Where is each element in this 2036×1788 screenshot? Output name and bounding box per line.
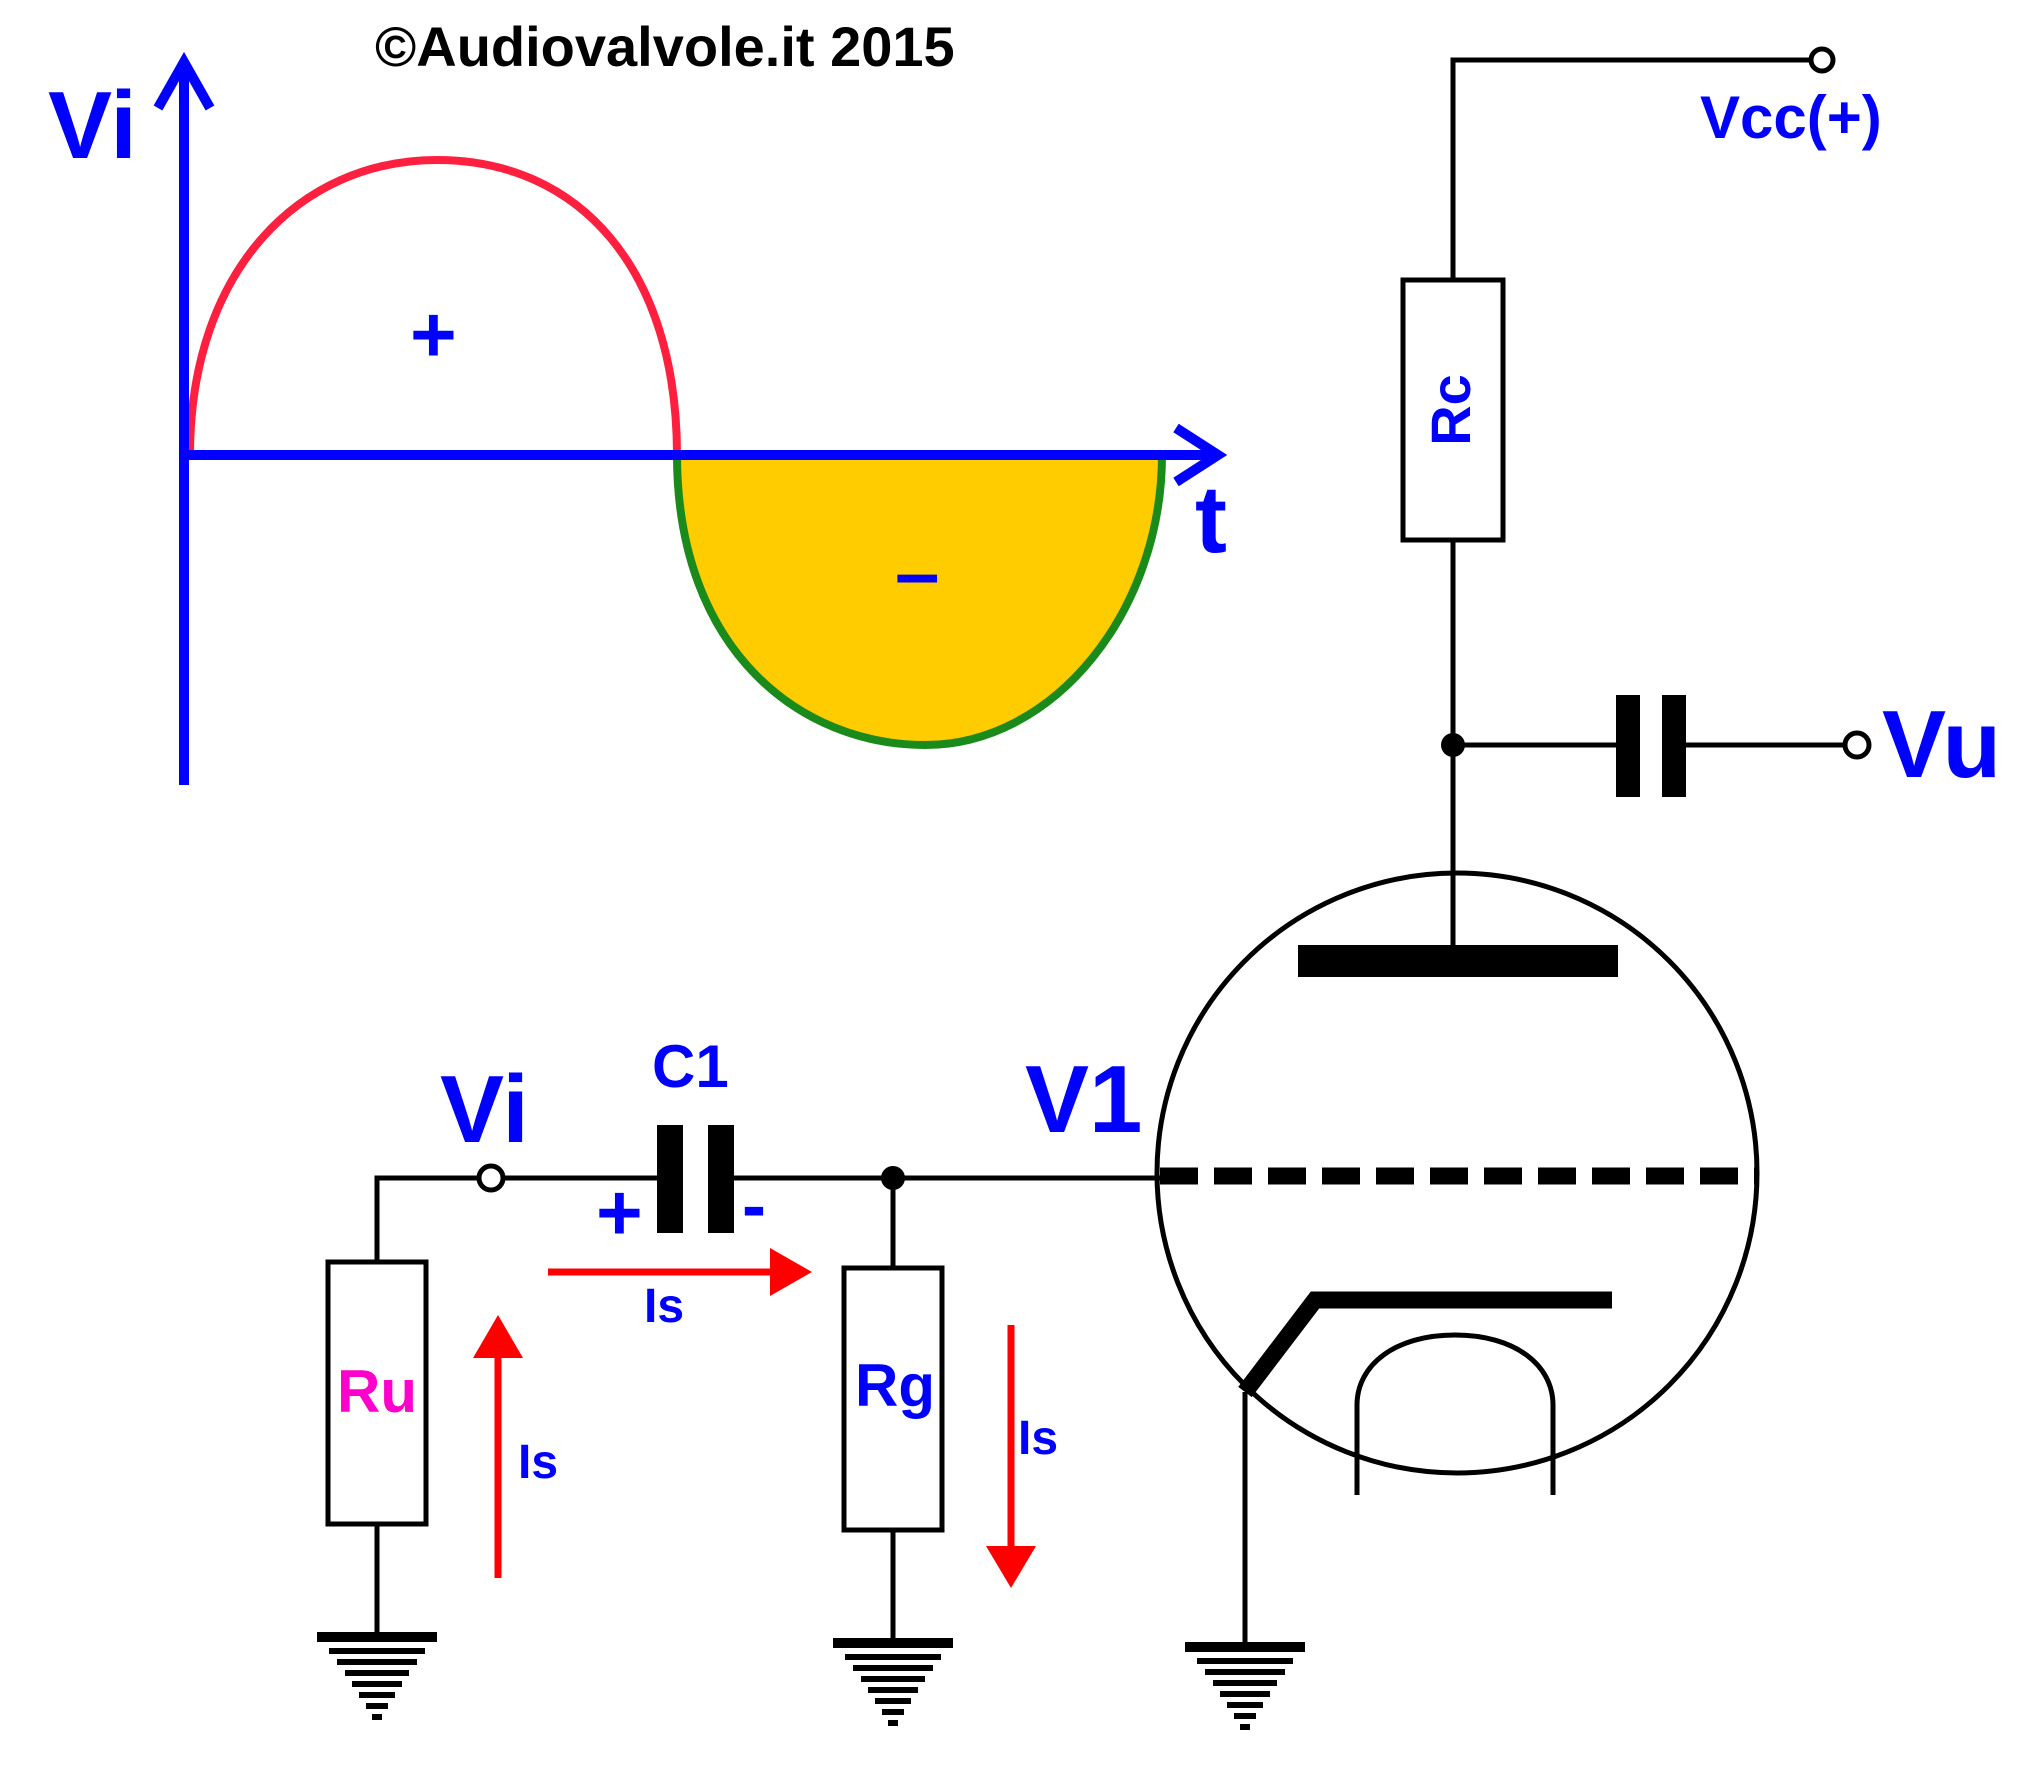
ground-symbol-rg	[833, 1638, 953, 1726]
negative-sign: –	[895, 528, 940, 617]
current-arrows: Is Is Is	[473, 1248, 1058, 1588]
vacuum-tube: V1	[1025, 870, 1760, 1642]
x-axis-arrowhead	[1173, 423, 1228, 487]
c1-plate-left	[657, 1125, 683, 1233]
vout-label: Vu	[1882, 691, 2001, 798]
vcc-wire	[1450, 57, 1810, 280]
current-label-right: Is	[1018, 1412, 1058, 1465]
c1-plus-sign: +	[596, 1168, 643, 1257]
rc-label: Rc	[1419, 374, 1482, 446]
ru-label: Ru	[337, 1358, 417, 1425]
y-axis-arrowhead	[153, 51, 215, 111]
c1-plate-right	[708, 1125, 734, 1233]
plate-circuit: Vcc(+) Rc Vu	[1400, 46, 2001, 945]
positive-sign: +	[410, 290, 457, 379]
tube-label: V1	[1025, 1046, 1142, 1153]
ru-top-wire	[374, 1175, 478, 1262]
tube-cathode	[1238, 1291, 1612, 1398]
y-axis-label: Vi	[48, 72, 137, 179]
current-arrow-up-head	[473, 1315, 523, 1358]
current-arrow-down-head	[986, 1546, 1036, 1588]
vcc-terminal	[1808, 46, 1836, 74]
x-axis-label: t	[1195, 466, 1227, 573]
tube-plate	[1298, 945, 1618, 977]
rg-label: Rg	[855, 1352, 935, 1419]
vout-terminal	[1842, 730, 1872, 760]
c1-label: C1	[652, 1033, 729, 1100]
ground-symbol-cathode	[1185, 1642, 1305, 1730]
current-label-middle: Is	[644, 1280, 684, 1333]
ground-symbol-ru	[317, 1632, 437, 1720]
vcc-label: Vcc(+)	[1700, 84, 1882, 151]
current-arrow-right-head	[770, 1248, 812, 1296]
ru-resistor	[325, 1259, 429, 1527]
negative-half-wave	[672, 451, 1167, 750]
waveform-graph: Vi t + –	[48, 51, 1228, 785]
output-cap-plate-right	[1662, 695, 1686, 797]
input-terminal	[476, 1163, 506, 1193]
positive-half-wave	[186, 155, 681, 456]
tube-heater	[1354, 1332, 1556, 1495]
c1-minus-sign: -	[742, 1166, 766, 1246]
output-cap-plate-left	[1616, 695, 1640, 797]
input-circuit: Vi C1 + - Ru Rg	[325, 1033, 1160, 1638]
copyright-text: ©Audiovalvole.it 2015	[375, 15, 955, 78]
input-label: Vi	[440, 1056, 529, 1163]
current-label-left: Is	[518, 1436, 558, 1489]
